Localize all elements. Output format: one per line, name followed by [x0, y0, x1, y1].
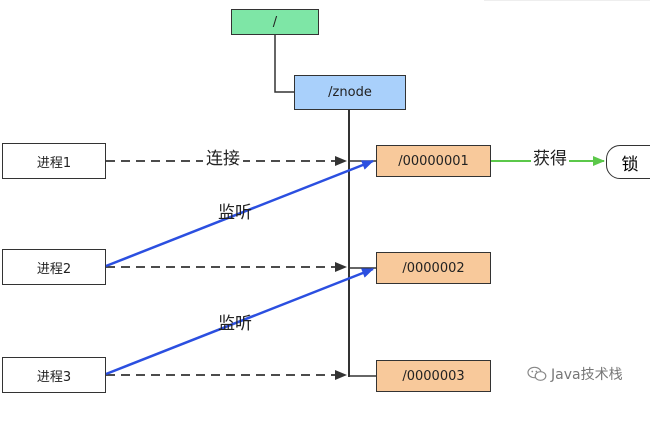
watermark: Java技术栈 [527, 364, 623, 384]
lock-label: 锁 [621, 154, 639, 175]
seq-node-1: /00000001 [376, 145, 491, 177]
watermark-text: Java技术栈 [551, 367, 623, 383]
wechat-icon [527, 366, 547, 381]
watch-arrow-process-2 [105, 159, 374, 268]
process-3-node: 进程3 [2, 357, 106, 393]
znode-parent-node: /znode [294, 75, 406, 110]
acquire-label: 获得 [531, 149, 569, 169]
lock-node: 锁 [606, 145, 650, 179]
root-node: / [231, 9, 319, 35]
watch-label-1: 监听 [218, 203, 252, 223]
connect-label: 连接 [203, 151, 243, 168]
watch-arrow-process-3 [105, 267, 374, 376]
seq-node-3: /0000003 [376, 360, 491, 392]
process-1-node: 进程1 [2, 143, 106, 179]
top-divider [484, 0, 650, 4]
root-to-znode-connector [274, 35, 294, 93]
watch-label-2: 监听 [218, 314, 252, 334]
process-2-node: 进程2 [2, 249, 106, 285]
seq-node-2: /0000002 [376, 252, 491, 284]
